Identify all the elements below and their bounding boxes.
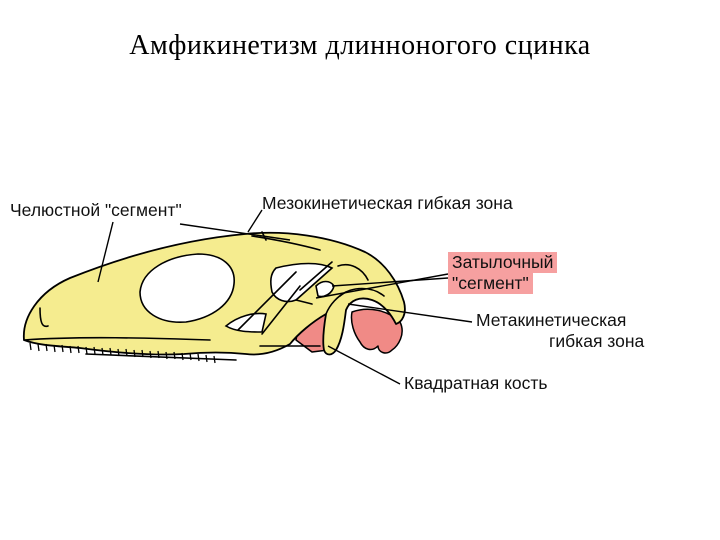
orbit-opening: [139, 253, 235, 323]
label-metakinetic-zone-line2: гибкая зона: [549, 331, 645, 351]
leader-lines: [97, 209, 473, 385]
label-occipital-segment-line1: Затылочный: [448, 252, 558, 273]
label-metakinetic-zone-line1: Метакинетическая: [476, 310, 627, 330]
label-quadrate-bone: Квадратная кость: [404, 373, 548, 393]
leader-metakinetic: [347, 303, 473, 323]
leader-mesokinetic: [247, 209, 263, 233]
slide-title: Амфикинетизм длинноногого сцинка: [129, 30, 591, 61]
label-occipital-segment-line2: "сегмент": [448, 273, 533, 294]
label-jaw-segment: Челюстной "сегмент": [10, 200, 182, 220]
teeth: [29, 342, 216, 364]
label-mesokinetic-zone: Мезокинетическая гибкая зона: [262, 193, 513, 213]
temporal-opening: [270, 262, 334, 303]
leader-quadrate: [327, 345, 401, 385]
leader-jaw-segment: [97, 221, 114, 283]
leader-occipital-2: [331, 277, 449, 287]
skull-openings: [139, 253, 335, 333]
leader-mesokinetic-2: [179, 223, 291, 241]
leader-occipital: [315, 273, 449, 299]
skull-detail-lines: [23, 231, 385, 361]
